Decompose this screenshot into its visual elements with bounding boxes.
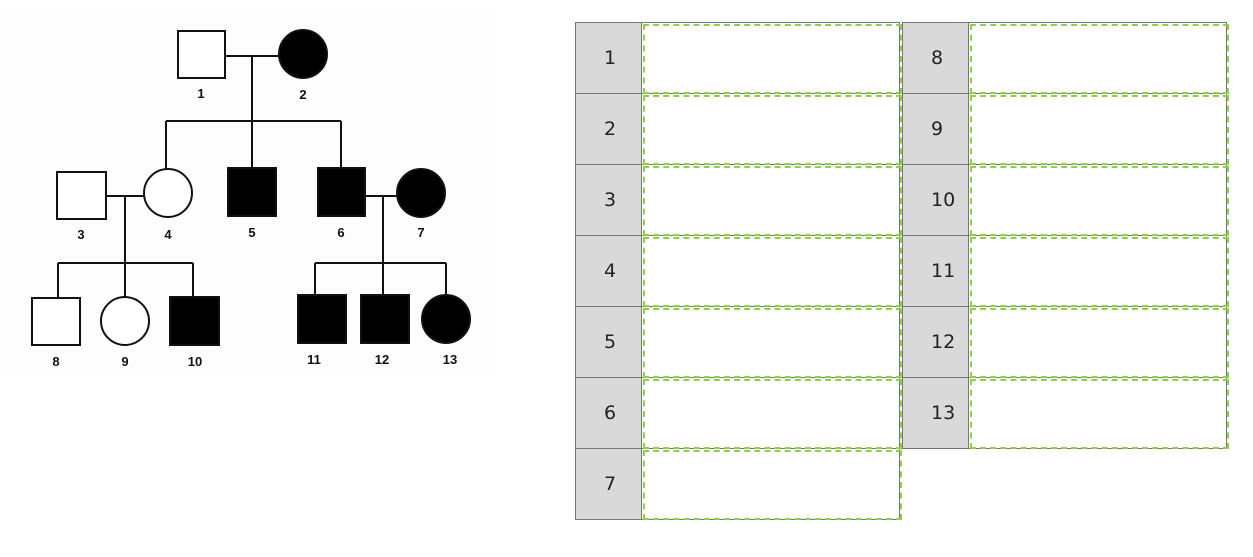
genotype-answer-input[interactable] [643, 95, 902, 165]
individual-number-label: 13 [902, 377, 969, 449]
label-3: 3 [77, 227, 84, 242]
individual-number-label: 3 [575, 164, 642, 236]
individual-6-male-affected [317, 167, 366, 217]
individual-3-male [56, 171, 107, 220]
label-11: 11 [307, 352, 321, 367]
answer-cell [968, 93, 1229, 165]
genotype-answer-input[interactable] [643, 379, 902, 449]
answer-cell [641, 93, 902, 165]
pedigree-chart: 1 2 3 4 5 6 7 8 9 10 11 12 13 [0, 8, 495, 378]
answer-row: 6 [575, 377, 902, 449]
answer-cell [641, 164, 902, 236]
label-13: 13 [443, 352, 457, 367]
label-1: 1 [197, 86, 204, 101]
genotype-answer-input[interactable] [643, 237, 902, 307]
label-10: 10 [188, 354, 202, 369]
genotype-answer-input[interactable] [970, 237, 1229, 307]
individual-number-label: 10 [902, 164, 969, 236]
answer-cell [641, 448, 902, 520]
label-12: 12 [375, 352, 389, 367]
label-4: 4 [164, 227, 172, 242]
answer-row: 9 [902, 93, 1229, 165]
answer-row: 8 [902, 22, 1229, 94]
genotype-answer-input[interactable] [643, 450, 902, 520]
answer-row: 7 [575, 448, 902, 520]
individual-5-male-affected [227, 167, 277, 217]
individual-number-label: 8 [902, 22, 969, 94]
individual-1-male [177, 30, 226, 79]
genotype-answer-input[interactable] [970, 95, 1229, 165]
answer-row: 12 [902, 306, 1229, 378]
genotype-answer-input[interactable] [643, 166, 902, 236]
answer-cell [641, 235, 902, 307]
answer-row: 4 [575, 235, 902, 307]
individual-7-female-affected [396, 168, 446, 218]
answer-cell [968, 235, 1229, 307]
label-7: 7 [417, 225, 424, 240]
answer-cell [968, 22, 1229, 94]
genotype-answer-input[interactable] [970, 379, 1229, 449]
individual-number-label: 7 [575, 448, 642, 520]
answer-row: 13 [902, 377, 1229, 449]
individual-12-male-affected [360, 294, 410, 344]
individual-number-label: 1 [575, 22, 642, 94]
label-6: 6 [337, 225, 344, 240]
genotype-answer-input[interactable] [970, 166, 1229, 236]
genotype-answer-input[interactable] [643, 308, 902, 378]
label-5: 5 [248, 225, 255, 240]
answer-row: 1 [575, 22, 902, 94]
label-9: 9 [121, 354, 128, 369]
individual-4-female [143, 168, 193, 218]
answer-cell [641, 306, 902, 378]
genotype-answer-input[interactable] [970, 308, 1229, 378]
answer-cell [968, 377, 1229, 449]
individual-13-female-affected [421, 294, 471, 344]
answer-row: 3 [575, 164, 902, 236]
label-2: 2 [299, 87, 306, 102]
individual-11-male-affected [297, 294, 347, 344]
answer-row: 11 [902, 235, 1229, 307]
answer-row: 2 [575, 93, 902, 165]
answer-cell [968, 164, 1229, 236]
individual-9-female [100, 296, 150, 346]
answer-row: 5 [575, 306, 902, 378]
answer-cell [641, 22, 902, 94]
individual-number-label: 5 [575, 306, 642, 378]
individual-10-male-affected [169, 296, 220, 346]
genotype-answer-input[interactable] [643, 24, 902, 94]
individual-8-male [31, 297, 81, 346]
individual-2-female-affected [278, 29, 328, 79]
answer-row: 10 [902, 164, 1229, 236]
individual-number-label: 11 [902, 235, 969, 307]
individual-number-label: 12 [902, 306, 969, 378]
individual-number-label: 2 [575, 93, 642, 165]
individual-number-label: 6 [575, 377, 642, 449]
label-8: 8 [52, 354, 59, 369]
genotype-answer-input[interactable] [970, 24, 1229, 94]
pedigree-lines [57, 55, 447, 297]
individual-number-label: 4 [575, 235, 642, 307]
individual-number-label: 9 [902, 93, 969, 165]
answer-cell [641, 377, 902, 449]
answer-cell [968, 306, 1229, 378]
